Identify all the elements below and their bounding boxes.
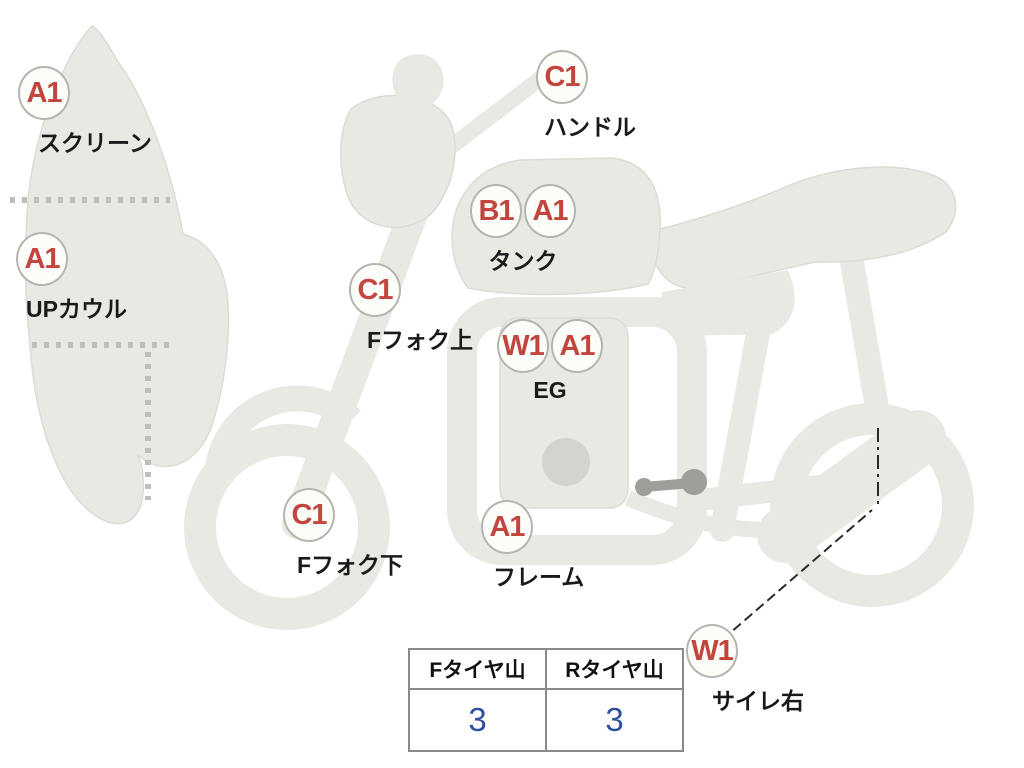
meter-shape <box>392 54 444 109</box>
marker-engine: W1 A1 EG <box>497 319 603 404</box>
marker-silencer-right: W1 サイレ右 <box>686 624 804 716</box>
marker-handlebar: C1 ハンドル <box>536 50 636 142</box>
damage-code: A1 <box>551 319 603 373</box>
marker-frame: A1 フレーム <box>481 500 584 592</box>
rear-shock <box>840 250 892 437</box>
part-label: ハンドル <box>544 114 636 140</box>
front-wheel <box>184 424 390 630</box>
damage-code: A1 <box>18 66 70 120</box>
table-header-row: Fタイヤ山 Rタイヤ山 <box>408 648 684 690</box>
rear-tire-tread-value: 3 <box>545 688 684 752</box>
damage-code: C1 <box>283 488 335 542</box>
cowl-seam-lines <box>10 197 176 500</box>
damage-code: B1 <box>470 184 522 238</box>
part-label: フレーム <box>493 564 585 590</box>
frame-tubes <box>447 297 707 565</box>
damage-code: W1 <box>497 319 549 373</box>
engine-cover <box>542 438 590 486</box>
muffler <box>757 410 946 563</box>
headlight-shape <box>340 94 456 229</box>
damage-code: A1 <box>16 232 68 286</box>
damage-code: W1 <box>686 624 738 678</box>
part-label: Fフォク上 <box>367 327 474 353</box>
part-label: サイレ右 <box>712 688 804 714</box>
tire-tread-table: Fタイヤ山 Rタイヤ山 3 3 <box>408 648 684 752</box>
damage-code: A1 <box>524 184 576 238</box>
front-tire-tread-value: 3 <box>408 688 547 752</box>
seat-shape <box>647 166 957 290</box>
part-label: タンク <box>488 248 558 274</box>
damage-code: C1 <box>536 50 588 104</box>
kick-pedal <box>635 469 707 496</box>
marker-upper-cowl: A1 UPカウル <box>16 232 127 324</box>
damage-code: A1 <box>481 500 533 554</box>
part-label: UPカウル <box>26 296 127 322</box>
marker-front-fork-upper: C1 Fフォク上 <box>349 263 473 355</box>
part-label: EG <box>533 377 567 403</box>
pointer-line <box>721 428 879 641</box>
part-label: スクリーン <box>38 130 152 156</box>
part-label: Fフォク下 <box>297 552 404 578</box>
table-value-row: 3 3 <box>408 688 684 752</box>
marker-tank: B1 A1 タンク <box>470 184 576 276</box>
damage-code: C1 <box>349 263 401 317</box>
marker-screen: A1 スクリーン <box>18 66 152 158</box>
front-tire-header: Fタイヤ山 <box>408 648 547 690</box>
front-fork <box>282 153 445 539</box>
handlebar <box>432 67 553 163</box>
marker-front-fork-lower: C1 Fフォク下 <box>283 488 403 580</box>
rear-tire-header: Rタイヤ山 <box>545 648 684 690</box>
